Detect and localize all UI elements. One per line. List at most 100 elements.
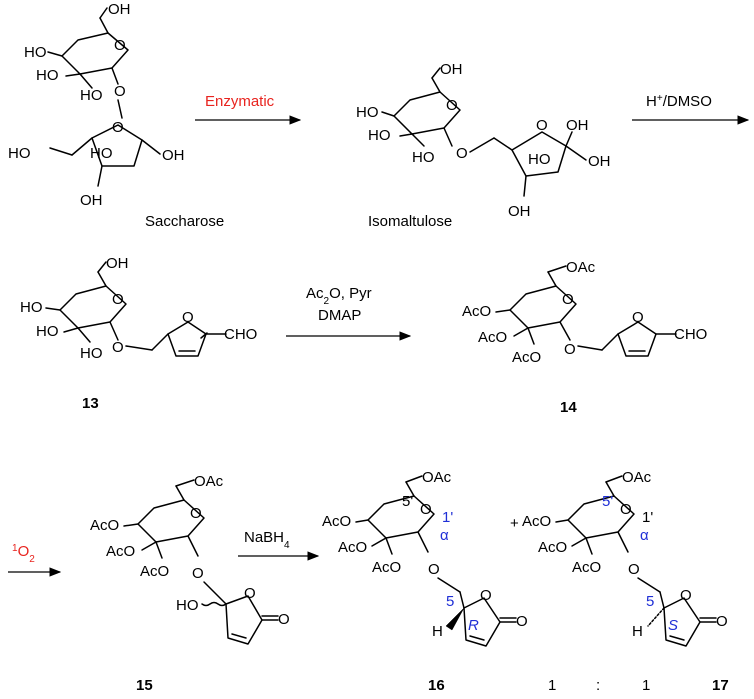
c17-glyco-o: O — [628, 561, 640, 578]
c17-aco-1: AcO — [522, 513, 551, 530]
c17-aco-2: AcO — [538, 539, 567, 556]
iso-ho-2: HO — [368, 127, 391, 144]
c13-cho: CHO — [224, 326, 257, 343]
c16-carbonyl-o: O — [516, 613, 528, 630]
c14-cho: CHO — [674, 326, 707, 343]
sac-ho-mid: HO — [90, 145, 113, 162]
sac-oh-top: OH — [108, 1, 131, 18]
c16-glyco-o: O — [428, 561, 440, 578]
reagent-enzymatic: Enzymatic — [205, 93, 275, 110]
c15-glyco-o: O — [192, 565, 204, 582]
saccharose-label: Saccharose — [145, 213, 224, 230]
iso-oh-3: HO — [412, 149, 435, 166]
sac-ho-2: HO — [36, 67, 59, 84]
arrow-enzymatic: Enzymatic — [195, 93, 302, 125]
iso-ho-mid: HO — [528, 151, 551, 168]
c14-oac-top: OAc — [566, 259, 596, 276]
c16-aco-3: AcO — [372, 559, 401, 576]
compound-16-label: 16 — [428, 677, 445, 694]
c13-glyco-o: O — [112, 339, 124, 356]
c15-ring-o: O — [190, 505, 202, 522]
c15-oac-top: OAc — [194, 473, 224, 490]
isomaltulose-label: Isomaltulose — [368, 213, 452, 230]
c16-alpha: α — [440, 527, 449, 544]
iso-ho-1: HO — [356, 104, 379, 121]
c17-S: S — [668, 617, 678, 634]
iso-oh-right: OH — [588, 153, 611, 170]
sac-ring-o: O — [114, 37, 126, 54]
c15-lactone-o: O — [244, 585, 256, 602]
c16-aco-2: AcO — [338, 539, 367, 556]
c16-R: R — [468, 617, 479, 634]
ratio-left: 1 — [548, 677, 556, 694]
c17-h: H — [632, 623, 643, 640]
c15-carbonyl-o: O — [278, 611, 290, 628]
arrow-singlet-oxygen: 1O2 — [8, 543, 62, 577]
sac-glyco-o: O — [114, 83, 126, 100]
c14-aco-2: AcO — [478, 329, 507, 346]
ratio: 1 : 1 — [548, 677, 650, 694]
c16-aco-1: AcO — [322, 513, 351, 530]
c16-ring-o: O — [420, 501, 432, 518]
sac-oh-3: HO — [80, 87, 103, 104]
c16-oac-top: OAc — [422, 469, 452, 486]
c16-h: H — [432, 623, 443, 640]
c17-carbonyl-o: O — [716, 613, 728, 630]
c13-ho-1: HO — [20, 299, 43, 316]
c14-aco-1: AcO — [462, 303, 491, 320]
c17-lactone-o: O — [680, 587, 692, 604]
c16-lactone-o: O — [480, 587, 492, 604]
c14-ring-o: O — [562, 291, 574, 308]
arrow-nabh4: NaBH4 — [238, 529, 320, 561]
compound-15-structure: OAc O AcO AcO AcO O O O HO 15 — [90, 473, 290, 694]
reagent-dmap: DMAP — [318, 307, 361, 324]
compound-13-structure: OH O HO HO HO O O CHO 13 — [20, 255, 257, 412]
c17-alpha: α — [640, 527, 649, 544]
saccharose-structure: OH O HO HO HO O O HO HO OH OH Saccharose — [8, 1, 224, 230]
c13-furan-o: O — [182, 309, 194, 326]
c17-aco-3: AcO — [572, 559, 601, 576]
reagent-ac2o-pyr: Ac2O, Pyr — [306, 285, 372, 307]
c17-oac-top: OAc — [622, 469, 652, 486]
c15-aco-1: AcO — [90, 517, 119, 534]
c14-aco-3: AcO — [512, 349, 541, 366]
c13-oh-top: OH — [106, 255, 129, 272]
c14-glyco-o: O — [564, 341, 576, 358]
c16-1prime: 1' — [442, 509, 453, 526]
c17-ring-o: O — [620, 501, 632, 518]
isomaltulose-structure: OH O HO HO HO O O OH HO OH OH Isomaltulo… — [356, 61, 611, 230]
c17-5: 5 — [646, 593, 654, 610]
iso-ring-o: O — [446, 97, 458, 114]
sac-ho-left: HO — [8, 145, 31, 162]
c17-1prime: 1' — [642, 509, 653, 526]
ratio-colon: : — [596, 677, 600, 694]
iso-oh-bottom: OH — [508, 203, 531, 220]
arrow-h-dmso: H+/DMSO — [632, 93, 750, 125]
sac-fru-o: O — [112, 119, 124, 136]
sac-ho-1: HO — [24, 44, 47, 61]
c13-oh-3: HO — [80, 345, 103, 362]
c15-aco-3: AcO — [140, 563, 169, 580]
c13-ho-2: HO — [36, 323, 59, 340]
compound-16-structure: OAc O AcO AcO AcO O O O H 5' 1' α 5 R 16 — [322, 469, 528, 694]
ratio-right: 1 — [642, 677, 650, 694]
compound-15-label: 15 — [136, 677, 153, 694]
c15-ho: HO — [176, 597, 199, 614]
compound-17-structure: OAc O AcO AcO AcO O O O H 5' 1' α 5 S 17 — [522, 469, 729, 694]
arrow-ac2o: Ac2O, Pyr DMAP — [286, 285, 412, 341]
iso-glyco-o: O — [456, 145, 468, 162]
reagent-nabh4: NaBH4 — [244, 529, 290, 551]
sac-oh-right: OH — [162, 147, 185, 164]
iso-oh-top-right: OH — [566, 117, 589, 134]
compound-14-label: 14 — [560, 399, 577, 416]
c13-ring-o: O — [112, 291, 124, 308]
c15-aco-2: AcO — [106, 543, 135, 560]
reagent-h-dmso: H+/DMSO — [646, 93, 712, 111]
sac-oh-bottom: OH — [80, 192, 103, 209]
compound-17-label: 17 — [712, 677, 729, 694]
reagent-singlet-oxygen: 1O2 — [12, 543, 35, 565]
c16-5prime: 5' — [402, 493, 413, 510]
c17-5prime: 5' — [602, 493, 613, 510]
